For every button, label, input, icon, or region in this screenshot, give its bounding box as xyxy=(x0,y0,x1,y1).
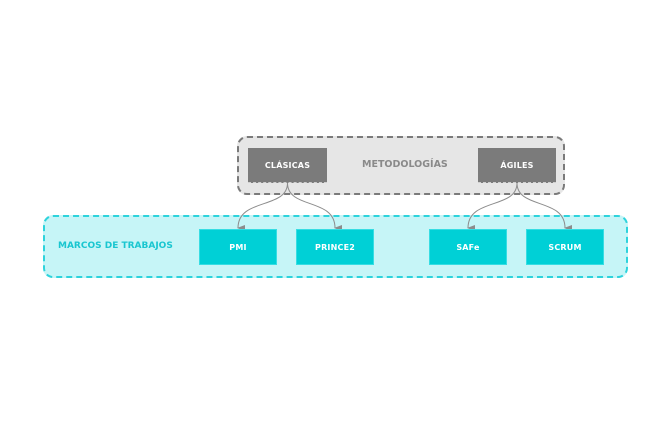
node-pmi-label: PMI xyxy=(229,242,247,252)
node-prince2-label: PRINCE2 xyxy=(315,242,355,252)
node-scrum-label: SCRUM xyxy=(548,242,582,252)
node-scrum[interactable]: SCRUM xyxy=(526,229,604,265)
node-prince2[interactable]: PRINCE2 xyxy=(296,229,374,265)
node-pmi[interactable]: PMI xyxy=(199,229,277,265)
frameworks-label: MARCOS DE TRABAJOS xyxy=(58,241,173,251)
node-agiles[interactable]: ÁGILES xyxy=(478,148,556,183)
node-agiles-label: ÁGILES xyxy=(500,160,534,170)
methodologies-label: METODOLOGÍAS xyxy=(362,159,448,170)
node-safe-label: SAFe xyxy=(456,242,480,252)
node-clasicas-label: CLÁSICAS xyxy=(264,160,311,170)
node-safe[interactable]: SAFe xyxy=(429,229,507,265)
node-clasicas[interactable]: CLÁSICAS xyxy=(248,148,327,183)
